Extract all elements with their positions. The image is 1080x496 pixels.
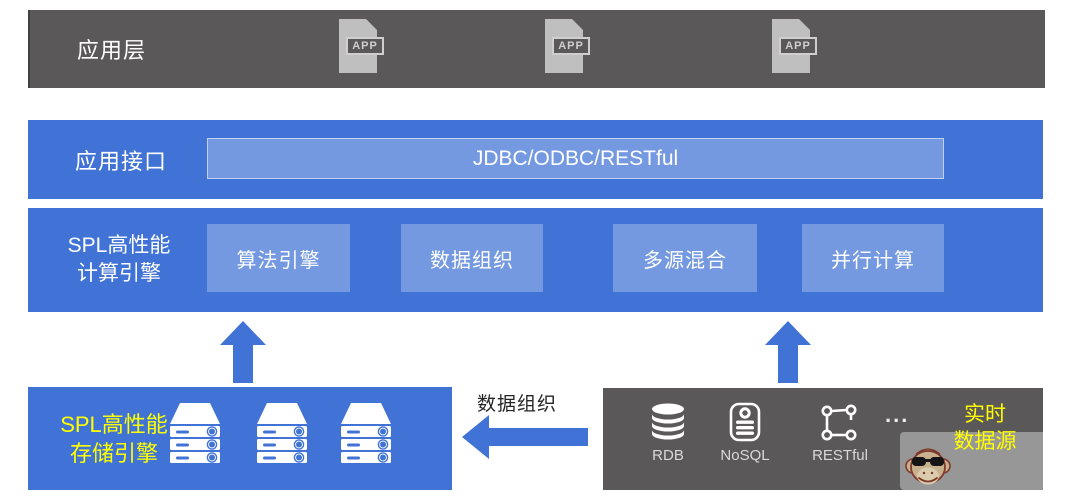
compute-engine-label-line1: SPL高性能 <box>67 234 171 257</box>
app-icon: APP <box>339 19 387 79</box>
source-item-rdb: RDB <box>628 402 708 464</box>
module-box-algorithm-engine: 算法引擎 <box>207 224 350 292</box>
ellipsis-label: ... <box>885 402 910 427</box>
storage-engine-label: SPL高性能 存储引擎 <box>34 387 194 490</box>
compute-engine-label-line2: 计算引擎 <box>77 262 161 285</box>
source-label: NoSQL <box>720 447 770 464</box>
app-icon: APP <box>545 19 593 79</box>
up-arrow-icon <box>765 321 811 383</box>
api-layer-label: 应用接口 <box>75 148 168 174</box>
data-sources-box: RDB NoSQL <box>603 388 1043 490</box>
realtime-label-line1: 实时 <box>964 403 1006 426</box>
storage-engine-label-line1: SPL高性能 <box>60 411 168 437</box>
application-layer-bar: 应用层 APP APP APP <box>28 10 1045 88</box>
realtime-label-line2: 数据源 <box>953 430 1017 453</box>
module-box-data-organization: 数据组织 <box>401 224 543 292</box>
source-label: RDB <box>652 447 684 464</box>
rdb-database-icon <box>650 402 686 442</box>
compute-engine-bar: SPL高性能 计算引擎 算法引擎 数据组织 多源混合 并行计算 <box>28 208 1043 312</box>
app-badge-label: APP <box>779 37 817 55</box>
source-item-restful: RESTful <box>800 402 880 464</box>
module-box-parallel-computing: 并行计算 <box>802 224 944 292</box>
app-badge-label: APP <box>552 37 590 55</box>
storage-engine-box: SPL高性能 存储引擎 <box>28 387 452 490</box>
api-nodes-icon <box>820 402 860 442</box>
source-item-nosql: NoSQL <box>705 402 785 464</box>
app-badge-label: APP <box>346 37 384 55</box>
up-arrow-icon <box>220 321 266 383</box>
app-icon: APP <box>772 19 820 79</box>
realtime-datasource-label: 实时 数据源 <box>933 401 1037 455</box>
interface-box: JDBC/ODBC/RESTful <box>207 138 944 179</box>
api-layer-bar: 应用接口 JDBC/ODBC/RESTful <box>28 120 1043 199</box>
watermark-badge <box>900 432 1057 490</box>
storage-engine-label-line2: 存储引擎 <box>69 440 158 466</box>
application-layer-label: 应用层 <box>77 38 147 63</box>
server-icon <box>341 403 391 463</box>
monkey-watermark-icon <box>905 448 951 485</box>
nosql-database-icon <box>728 402 762 442</box>
module-box-multi-source: 多源混合 <box>613 224 757 292</box>
source-label: RESTful <box>812 447 868 464</box>
server-icon <box>257 403 307 463</box>
data-flow-label: 数据组织 <box>477 394 558 415</box>
left-arrow-icon <box>462 415 588 459</box>
server-icon <box>170 403 220 463</box>
compute-engine-label: SPL高性能 计算引擎 <box>28 208 210 312</box>
